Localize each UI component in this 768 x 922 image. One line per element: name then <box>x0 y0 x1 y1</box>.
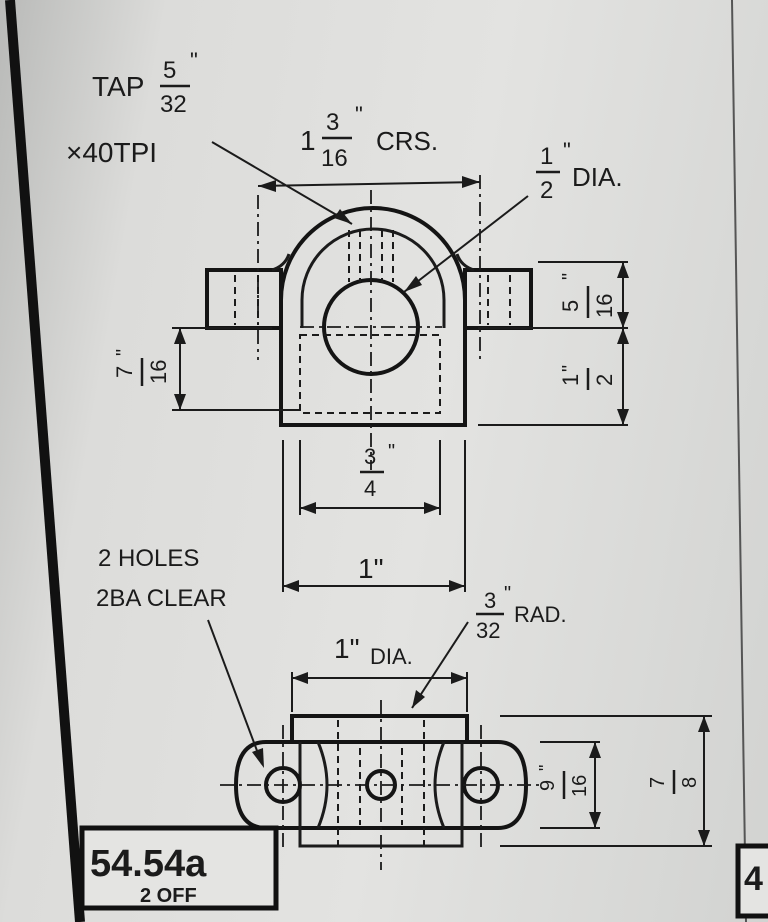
tap-inch-mark: " <box>190 48 198 73</box>
flange-height-den: 16 <box>592 294 617 318</box>
sheet-border-left <box>5 0 85 922</box>
crs-den: 16 <box>321 145 348 172</box>
part-quantity: 2 OFF <box>140 885 197 907</box>
outer-width: 1" <box>358 553 384 584</box>
base-height-den: 2 <box>592 374 617 386</box>
bore-suffix: DIA. <box>572 162 623 192</box>
flange-height-num: 5 <box>558 300 583 312</box>
thread-label: ×40TPI <box>66 137 157 168</box>
tap-leader <box>211 141 353 225</box>
left-flange <box>205 268 283 330</box>
holes-leader <box>207 619 263 765</box>
inner-width-num: 3 <box>364 444 376 469</box>
right-flange <box>463 268 533 330</box>
next-part-partial: 4 <box>744 860 763 898</box>
next-part-box: 4 <box>735 843 768 919</box>
plan-depth-inch: " <box>536 765 556 771</box>
left-height-inch: " <box>113 349 135 356</box>
plan-depth-den: 16 <box>569 775 591 797</box>
radius-suffix: RAD. <box>514 602 567 627</box>
base-height-inch: " <box>559 365 581 372</box>
plan-width-num: 7 <box>647 777 669 788</box>
sheet-border-right <box>731 0 747 922</box>
plan-dia: 1" <box>334 633 360 664</box>
plan-view <box>207 619 712 870</box>
left-fillet <box>271 253 291 272</box>
crs-whole: 1 <box>300 125 316 156</box>
right-fillet <box>455 253 475 272</box>
bore-leader <box>403 195 529 293</box>
crs-num: 3 <box>326 109 339 136</box>
plan-depth-num: 9 <box>537 780 559 791</box>
flange-height-inch: " <box>559 273 581 280</box>
bore-den: 2 <box>540 177 553 204</box>
part-number-box: 54.54a 2 OFF <box>79 825 279 911</box>
tap-fraction-num: 5 <box>163 57 176 84</box>
inner-arch <box>300 227 446 328</box>
left-height-den: 16 <box>146 360 171 384</box>
radius-num: 3 <box>484 588 496 613</box>
plan-dia-suffix: DIA. <box>370 644 413 669</box>
bore-num: 1 <box>540 143 553 170</box>
crs-suffix: CRS. <box>376 126 438 156</box>
plan-annotations: 2 HOLES 2BA CLEAR 3 32 " RAD. 1" DIA. 9 … <box>96 545 701 799</box>
holes-line2: 2BA CLEAR <box>96 585 227 612</box>
front-annotations: TAP 5 32 " ×40TPI 1 3 16 " CRS. 1 2 " DI… <box>66 48 623 584</box>
left-height-num: 7 <box>112 366 137 378</box>
part-number: 54.54a <box>90 843 207 885</box>
plan-outline <box>233 740 529 830</box>
holes-line1: 2 HOLES <box>98 545 199 572</box>
front-elevation <box>172 141 629 592</box>
tap-label: TAP <box>92 71 144 102</box>
body-outline <box>279 206 467 427</box>
plan-top-block <box>290 714 469 742</box>
radius-leader <box>411 621 469 709</box>
hidden-recess <box>299 334 441 414</box>
radius-den: 32 <box>476 618 500 643</box>
crs-inch-mark: " <box>355 102 363 127</box>
plan-width-den: 8 <box>679 777 701 788</box>
inner-width-den: 4 <box>364 476 376 501</box>
base-height-whole: 1 <box>558 374 583 386</box>
radius-inch: " <box>504 583 511 605</box>
tap-fraction-den: 32 <box>160 91 187 118</box>
inner-width-inch: " <box>388 441 395 463</box>
bore-inch-mark: " <box>563 138 571 163</box>
